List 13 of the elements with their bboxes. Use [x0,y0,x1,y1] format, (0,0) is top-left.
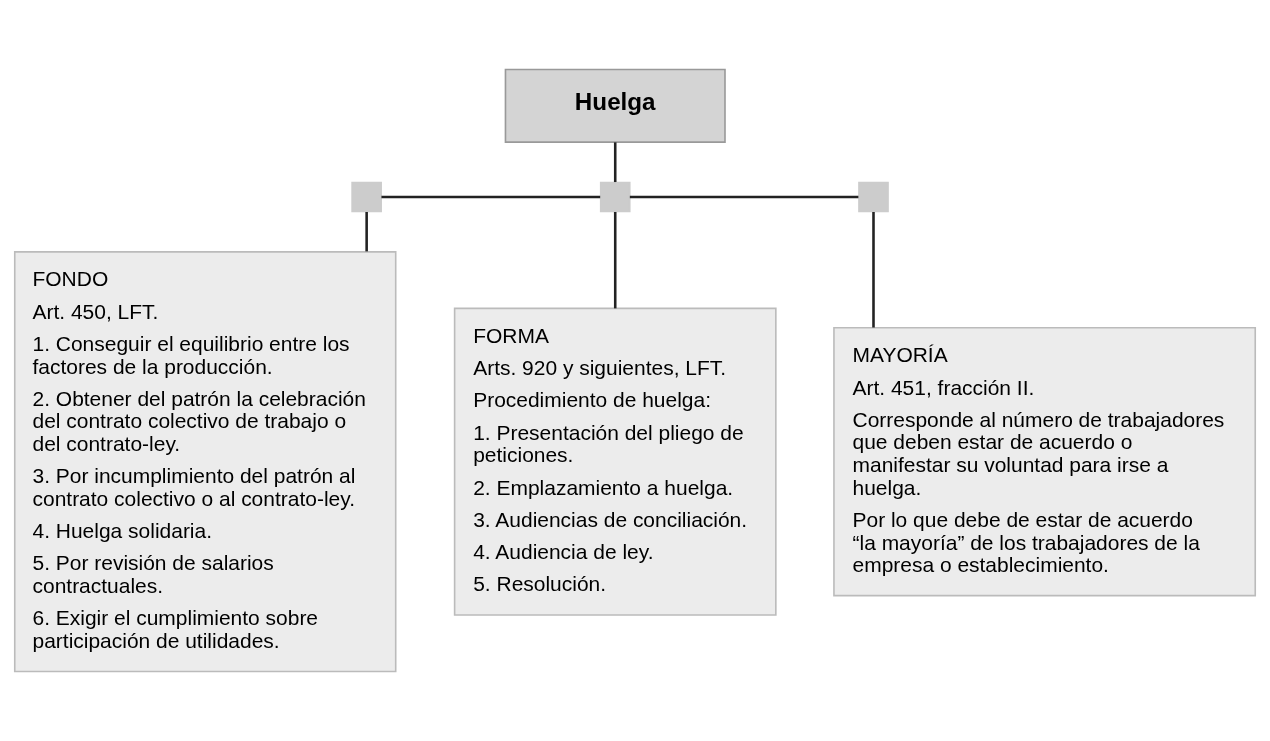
node-box [351,181,382,213]
node-box: Huelga [504,68,726,143]
node-box: FORMA Arts. 920 y siguientes, LFT. Procedimiento de huelga: 1. Presentación del pliego de peticiones. 2. Emplazamiento a huelga. 3. Audiencias de conciliación. 4. Audiencia de ley. 5. Resolución. [453,307,777,616]
node-box: FONDO Art. 450, LFT. 1. Conseguir el equilibrio entre los factores de la producción. 2. Obtener del patrón la celebración del contrato colectivo de trabajo o del contrato-ley. 3. Por incumplimiento del patrón al contrato colectivo o al contrato-ley. 4. Huelga solidaria. 5. Por revisión de salarios contractuales. 6. Exigir el cumplimiento sobre participación de utilidades. [13,251,397,673]
node-box: MAYORÍA Art. 451, fracción II. Corresponde al número de trabajadores que deben estar de acuerdo o manifestar su voluntad para irse a huelga. Por lo que debe de estar de acuerdo “la mayoría” de los trabajadores de la empresa o establecimiento. [833,326,1257,597]
connector [613,142,617,183]
connector [381,195,601,199]
connector [629,195,859,199]
connector [613,211,617,309]
connector [365,211,368,252]
connector [872,211,875,328]
node-box [858,181,889,213]
node-box [599,181,631,213]
